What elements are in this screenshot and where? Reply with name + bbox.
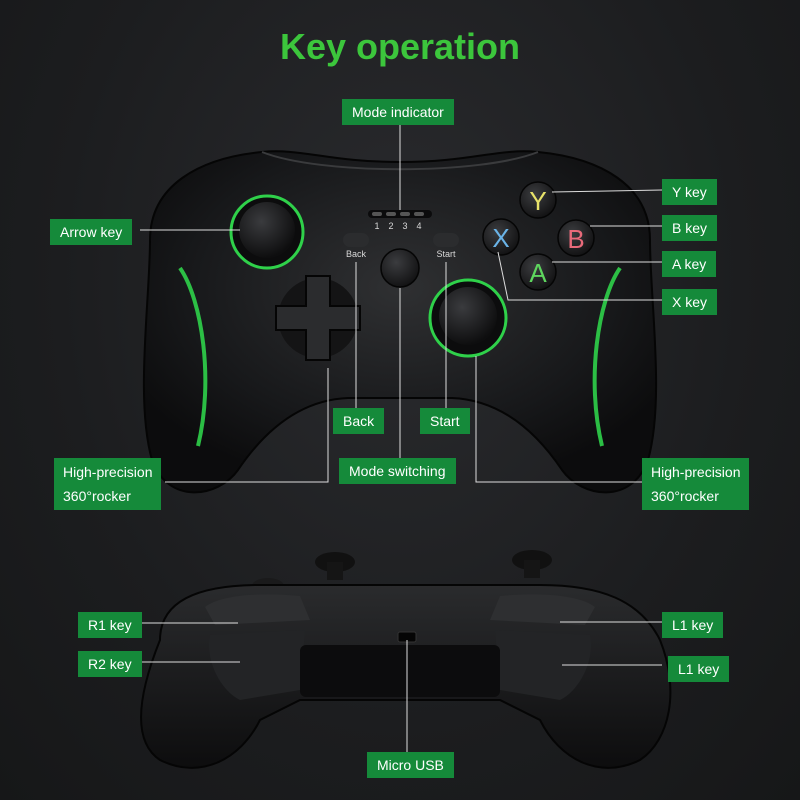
a-glyph: A — [529, 258, 547, 288]
face-buttons: Y B A X — [482, 181, 595, 291]
a-button[interactable]: A — [519, 253, 557, 291]
callout-back: Back — [333, 408, 385, 434]
mode-indicator-leds: 1 2 3 4 — [368, 210, 432, 231]
callout-left-rocker: High-precision 360°rocker — [54, 458, 162, 510]
callout-a-key: A key — [662, 251, 717, 277]
callout-r1-key: R1 key — [78, 612, 142, 638]
callout-x-key: X key — [662, 289, 718, 315]
start-small-label: Start — [436, 249, 456, 259]
callout-mode-switching: Mode switching — [339, 458, 456, 484]
start-button-shape[interactable] — [433, 233, 459, 247]
callout-mode-indicator: Mode indicator — [342, 99, 454, 125]
callout-micro-usb: Micro USB — [367, 752, 454, 778]
left-thumbstick-icon[interactable] — [229, 194, 305, 270]
guide-button-icon[interactable] — [380, 248, 420, 288]
left-rocker-line2: 360°rocker — [63, 488, 131, 504]
dpad-icon[interactable] — [275, 275, 361, 361]
leader-lines — [140, 122, 663, 752]
right-rocker-line1: High-precision — [651, 464, 741, 480]
led-4-label: 4 — [416, 221, 421, 231]
x-glyph: X — [492, 223, 509, 253]
callout-arrow-key: Arrow key — [50, 219, 133, 245]
controller-back — [140, 550, 672, 769]
callout-b-key: B key — [662, 215, 718, 241]
callout-r2-key: R2 key — [78, 651, 142, 677]
page-title: Key operation — [279, 26, 521, 67]
left-rocker-line1: High-precision — [63, 464, 153, 480]
led-1-label: 1 — [374, 221, 379, 231]
back-button-shape[interactable] — [343, 233, 369, 247]
callout-start: Start — [420, 408, 470, 434]
callout-l1-key-top: L1 key — [662, 612, 724, 638]
right-thumbstick-icon[interactable] — [428, 278, 508, 358]
back-small-label: Back — [346, 249, 367, 259]
b-button[interactable]: B — [557, 219, 595, 257]
y-glyph: Y — [529, 186, 546, 216]
y-button[interactable]: Y — [519, 181, 557, 219]
x-button[interactable]: X — [482, 218, 520, 256]
b-glyph: B — [567, 224, 584, 254]
led-2-label: 2 — [388, 221, 393, 231]
led-3-label: 3 — [402, 221, 407, 231]
callout-y-key: Y key — [662, 179, 717, 205]
callout-right-rocker: High-precision 360°rocker — [642, 458, 750, 510]
right-rocker-line2: 360°rocker — [651, 488, 719, 504]
callout-l1-key-bottom: L1 key — [668, 656, 730, 682]
